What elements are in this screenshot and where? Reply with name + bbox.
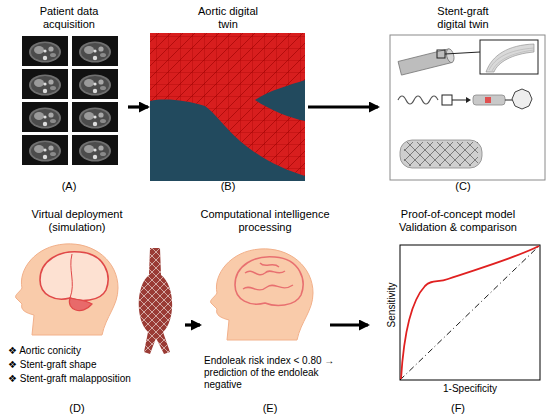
stent-graft-model <box>480 40 538 74</box>
panel: Aortic digital twin (B) <box>148 2 308 195</box>
head-illustration <box>16 244 118 335</box>
panel-title: Proof-of-concept model Validation & comp… <box>390 208 526 234</box>
axis-label: 1-Specificity <box>420 383 520 395</box>
flow-arrow <box>185 323 200 326</box>
result-note: Endoleak risk index < 0.80 → prediction … <box>204 355 354 390</box>
stent-graft-model <box>485 97 491 103</box>
aortic-mesh <box>150 33 305 176</box>
stent-graft-model <box>400 140 482 168</box>
stent-graft-model <box>437 50 445 58</box>
stent-graft-model <box>486 44 534 72</box>
panel-title: Stent-graft digital twin <box>423 5 503 31</box>
stent-graft-model <box>442 95 452 105</box>
aorta-deployment <box>139 248 172 354</box>
ct-slices <box>22 135 68 165</box>
roc-chart <box>401 246 539 379</box>
stent-graft-model <box>398 96 438 104</box>
panel-title: Computational intelligence processing <box>192 208 338 234</box>
ct-slices <box>72 69 118 99</box>
panel-title: Virtual deployment (simulation) <box>2 208 152 234</box>
head-illustration <box>16 244 118 335</box>
panel-letter: (C) <box>378 180 548 193</box>
bullet-item: ❖ Aortic conicity <box>8 345 183 357</box>
ct-slices <box>22 69 68 99</box>
panel: Stent-graft digital twin (C) <box>378 2 548 195</box>
head-illustration <box>211 249 313 340</box>
stent-graft-model <box>445 52 480 54</box>
bullet-item: ❖ Stent-graft shape <box>8 359 183 371</box>
panel-letter: (B) <box>148 180 308 193</box>
panel: Computational intelligence processingEnd… <box>200 205 330 416</box>
panel: Proof-of-concept model Validation & comp… <box>368 205 548 416</box>
ct-slices <box>72 102 118 132</box>
stent-graft-model <box>404 142 478 166</box>
aorta-deployment <box>132 245 178 357</box>
roc-chart <box>400 245 540 380</box>
ct-slices <box>22 36 118 165</box>
ct-slices <box>22 102 68 132</box>
roc-chart <box>400 245 540 380</box>
panel-title: Aortic digital twin <box>193 5 263 31</box>
head-illustration <box>243 263 293 290</box>
stent-graft-model <box>390 35 545 180</box>
flow-arrow <box>330 323 368 326</box>
ct-slices <box>22 36 68 66</box>
ct-slices <box>72 135 118 165</box>
panel: Virtual deployment (simulation) ❖ Aortic … <box>2 205 185 416</box>
stent-graft-model <box>398 48 455 75</box>
axis-label: Sensitivity <box>386 270 398 340</box>
stent-graft-model <box>512 89 532 109</box>
stent-graft-model <box>473 95 505 105</box>
stent-graft-model <box>452 100 466 101</box>
panel-letter: (D) <box>2 402 152 415</box>
panel-letter: (A) <box>10 180 128 193</box>
panel-title: Patient data acquisition <box>26 5 112 31</box>
head-illustration <box>70 254 72 298</box>
head-illustration <box>235 257 303 306</box>
head-illustration <box>69 298 92 311</box>
panel: Patient data acquisition (A) <box>10 2 128 195</box>
stent-graft-model <box>489 48 534 71</box>
roc-chart <box>400 245 540 380</box>
aortic-mesh <box>150 33 305 181</box>
flow-arrow <box>128 105 148 108</box>
ct-slices <box>72 36 118 66</box>
panel-letter: (F) <box>408 402 508 415</box>
stent-graft-model <box>445 48 455 63</box>
panel-letter: (E) <box>200 402 340 415</box>
bullet-item: ❖ Stent-graft malapposition <box>8 373 183 385</box>
aortic-mesh <box>150 33 305 181</box>
aorta-deployment <box>139 248 172 354</box>
head-illustration <box>211 249 313 340</box>
aortic-mesh <box>150 33 305 176</box>
stent-graft-model <box>466 97 471 103</box>
flow-arrow <box>308 105 378 108</box>
aorta-deployment <box>132 245 178 357</box>
stent-graft-model <box>398 49 452 75</box>
head-illustration <box>40 252 108 301</box>
stent-graft-model <box>390 35 545 180</box>
